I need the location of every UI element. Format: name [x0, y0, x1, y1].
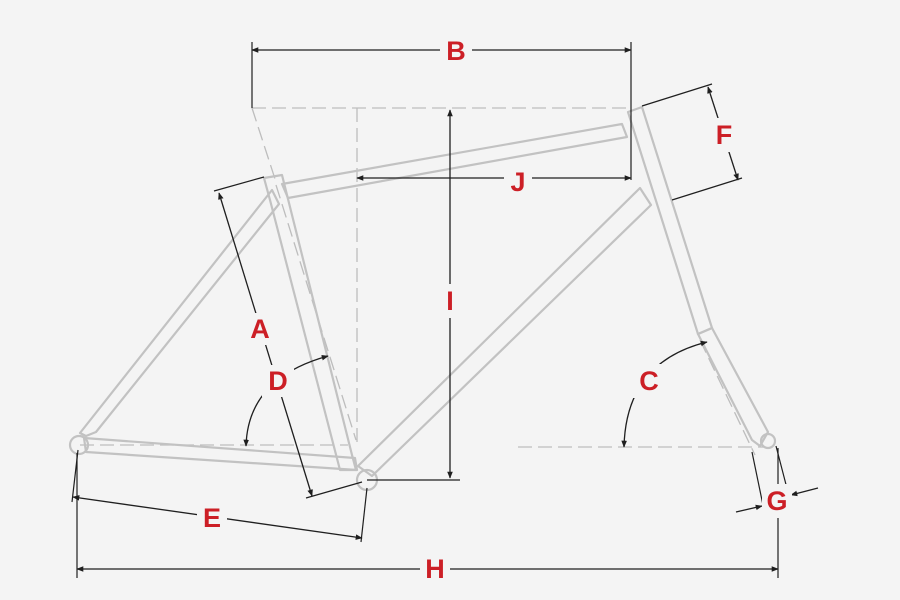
label-bg-e [197, 502, 227, 534]
top-tube [280, 122, 629, 200]
label-bg-f [710, 118, 738, 152]
label-bg-a [244, 313, 276, 345]
dim-f-ext-bottom [671, 177, 743, 201]
label-bg-d [262, 365, 294, 397]
label-g: G [766, 486, 787, 516]
label-c: C [639, 366, 659, 396]
label-h: H [425, 554, 445, 584]
head-tube [626, 105, 714, 336]
label-i: I [446, 286, 454, 316]
label-bg-h [420, 552, 450, 586]
label-bg-i [438, 284, 462, 318]
dimension-labels: B J I A D E F C G H [203, 36, 788, 584]
dim-a-ext-bottom [305, 481, 363, 499]
label-a: A [250, 314, 270, 344]
front-dropout [759, 432, 777, 450]
seat-tube [262, 173, 358, 472]
label-backgrounds [197, 34, 792, 586]
bike-frame [68, 105, 777, 492]
label-d: D [268, 366, 288, 396]
label-bg-c [633, 364, 665, 398]
label-bg-g [762, 484, 792, 518]
fork-axis [699, 339, 756, 456]
label-bg-b [440, 34, 472, 66]
label-b: B [446, 36, 466, 66]
label-e: E [203, 503, 221, 533]
dim-f-ext-top [641, 83, 713, 107]
down-tube [356, 186, 653, 478]
label-f: F [716, 120, 733, 150]
dim-g-arrow-right [790, 487, 819, 497]
label-j: J [510, 167, 525, 197]
label-bg-j [504, 165, 532, 197]
dim-g-arrow-left [735, 504, 763, 513]
dim-e-ext-right [360, 487, 368, 543]
dim-a-ext-top [213, 176, 265, 192]
seat-axis-extension [251, 107, 277, 183]
fork [696, 326, 770, 448]
chain-stay [82, 436, 359, 472]
rear-dropout [68, 434, 90, 456]
